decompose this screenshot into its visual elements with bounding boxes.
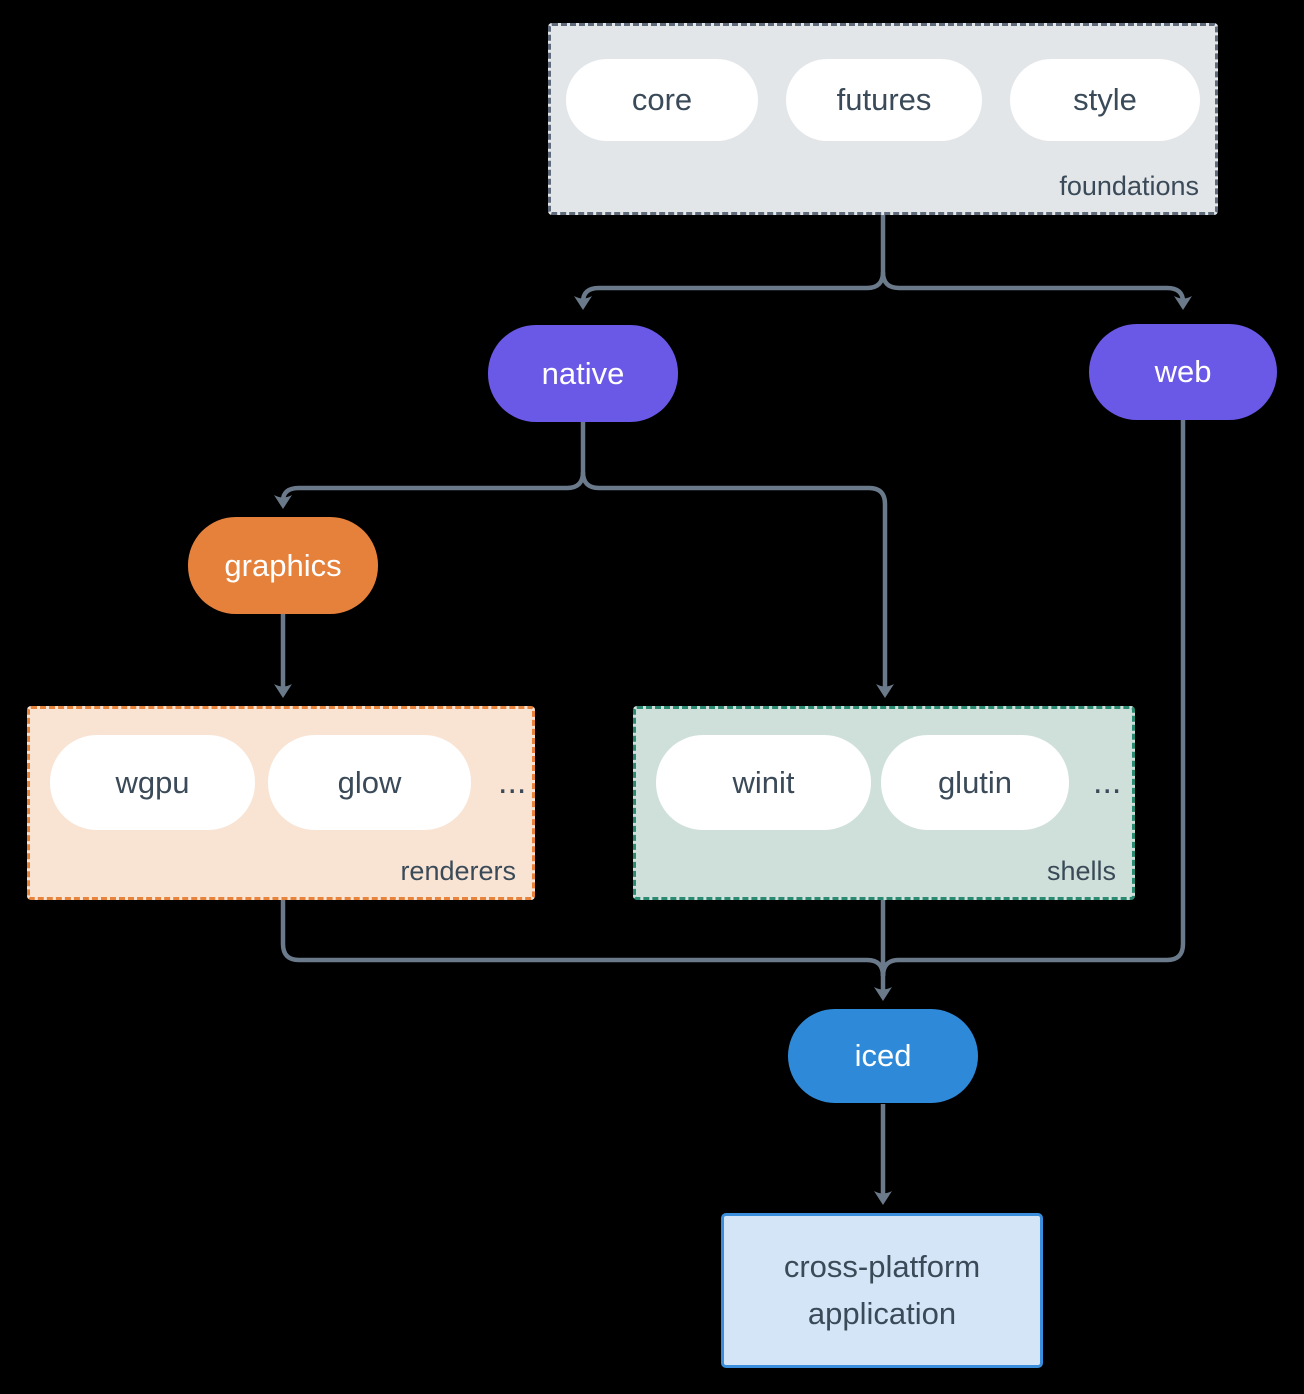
pill-glutin: glutin [881,735,1069,830]
foundations-pill-row: core futures style [551,59,1215,141]
renderers-pill-row: wgpu glow ... [50,735,532,830]
shells-pill-row: winit glutin ... [656,735,1132,830]
pill-core: core [566,59,758,141]
edge-foundations-web [880,271,1192,310]
pill-wgpu: wgpu [50,735,255,830]
edge-native-graphics [274,471,586,509]
renderers-group-box: wgpu glow ... renderers [27,706,535,900]
edge-native-shells [580,471,894,698]
shells-group-label: shells [1046,856,1116,886]
node-graphics: graphics [188,517,378,614]
node-web: web [1089,324,1277,420]
renderers-group-label: renderers [400,856,516,886]
node-cross-platform-application: cross-platform application [721,1213,1043,1368]
renderers-ellipsis: ... [498,763,527,801]
node-native: native [488,325,678,422]
pill-glow: glow [268,735,471,830]
node-iced: iced [788,1009,978,1103]
pill-futures: futures [786,59,982,141]
shells-group-box: winit glutin ... shells [633,706,1135,900]
pill-style: style [1010,59,1200,141]
shells-ellipsis: ... [1093,763,1122,801]
edge-renderers-merge [280,900,886,977]
foundations-group-label: foundations [1059,171,1199,201]
edge-foundations-native [574,271,886,310]
pill-winit: winit [656,735,871,830]
foundations-group-box: core futures style foundations [548,23,1218,215]
